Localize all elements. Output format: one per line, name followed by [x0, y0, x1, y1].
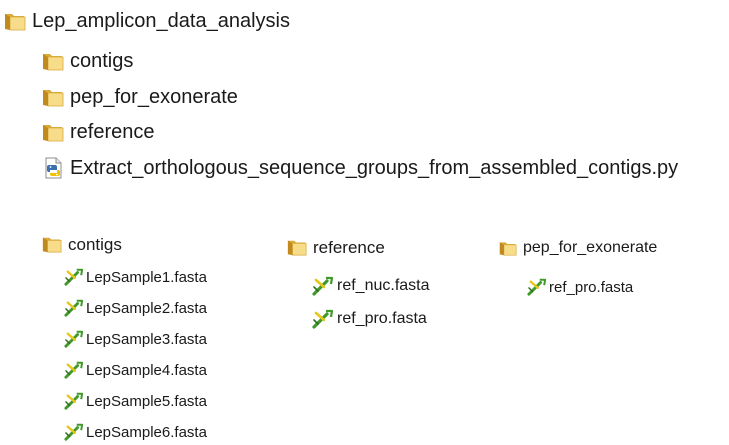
tree-item-contigs[interactable]: contigs	[42, 51, 133, 71]
fasta-file-icon	[64, 423, 84, 441]
file-item[interactable]: LepSample6.fasta	[64, 423, 207, 441]
file-item[interactable]: LepSample3.fasta	[64, 330, 207, 348]
fasta-file-icon	[64, 392, 84, 410]
fasta-file-icon	[527, 278, 547, 296]
tree-item-label: Extract_orthologous_sequence_groups_from…	[70, 157, 679, 179]
folder-icon	[287, 238, 307, 256]
folder-header-label: pep_for_exonerate	[523, 239, 658, 256]
fasta-file-icon	[64, 299, 84, 317]
folder-header-contigs[interactable]: contigs	[42, 235, 122, 253]
fasta-file-icon	[312, 276, 334, 296]
tree-item-python-script[interactable]: Extract_orthologous_sequence_groups_from…	[42, 157, 678, 179]
tree-item-label: pep_for_exonerate	[70, 86, 238, 108]
folder-icon	[4, 11, 26, 31]
fasta-file-icon	[64, 361, 84, 379]
file-item[interactable]: ref_pro.fasta	[312, 309, 427, 329]
tree-root-item[interactable]: Lep_amplicon_data_analysis	[4, 11, 290, 31]
folder-icon	[42, 87, 64, 107]
file-name: LepSample6.fasta	[86, 423, 207, 441]
file-name: ref_pro.fasta	[549, 278, 634, 296]
fasta-file-icon	[64, 268, 84, 286]
fasta-file-icon	[64, 330, 84, 348]
folder-icon	[42, 122, 64, 142]
file-item[interactable]: LepSample1.fasta	[64, 268, 207, 286]
tree-root-label: Lep_amplicon_data_analysis	[32, 10, 290, 32]
file-name: ref_nuc.fasta	[337, 277, 430, 294]
file-item[interactable]: LepSample4.fasta	[64, 361, 207, 379]
tree-item-pep-for-exonerate[interactable]: pep_for_exonerate	[42, 87, 238, 107]
fasta-file-icon	[312, 309, 334, 329]
folder-header-reference[interactable]: reference	[287, 238, 385, 256]
file-item[interactable]: ref_nuc.fasta	[312, 276, 430, 296]
file-item[interactable]: ref_pro.fasta	[527, 278, 633, 296]
file-name: ref_pro.fasta	[337, 310, 427, 327]
folder-header-label: reference	[313, 237, 385, 257]
folder-icon	[499, 240, 517, 256]
file-item[interactable]: LepSample5.fasta	[64, 392, 207, 410]
folder-icon	[42, 235, 62, 253]
file-name: LepSample5.fasta	[86, 392, 207, 410]
file-name: LepSample3.fasta	[86, 330, 207, 348]
folder-icon	[42, 51, 64, 71]
tree-item-label: reference	[70, 121, 155, 143]
python-file-icon	[42, 157, 64, 179]
file-item[interactable]: LepSample2.fasta	[64, 299, 207, 317]
file-name: LepSample4.fasta	[86, 361, 207, 379]
file-name: LepSample1.fasta	[86, 268, 207, 286]
folder-header-pep-for-exonerate[interactable]: pep_for_exonerate	[499, 240, 657, 256]
folder-header-label: contigs	[68, 234, 122, 254]
tree-item-reference[interactable]: reference	[42, 122, 155, 142]
file-name: LepSample2.fasta	[86, 299, 207, 317]
tree-item-label: contigs	[70, 50, 134, 72]
